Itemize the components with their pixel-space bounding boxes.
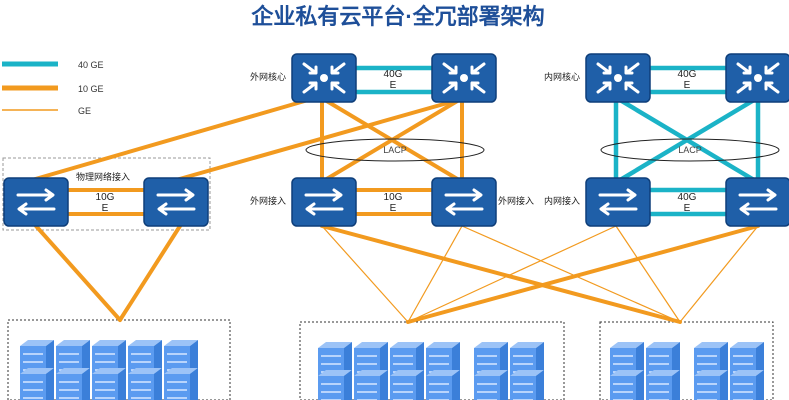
- inner-access-label: 内网接入: [544, 195, 580, 206]
- server-cluster-middle-box: [299, 321, 565, 400]
- server-cluster-right-box: [599, 321, 774, 400]
- server-cluster-middle: [317, 341, 545, 400]
- outer-access-label-right: 外网接入: [498, 195, 534, 206]
- 40ge-links: [351, 65, 761, 217]
- phys-10g-label-line2: E: [102, 203, 109, 214]
- outer-core-switch-left: [290, 52, 358, 104]
- inner-core-40g-label-line1: 40G: [678, 69, 697, 80]
- server-icon: [645, 369, 681, 400]
- server-icon: [693, 369, 729, 400]
- server-icon: [127, 367, 163, 400]
- inner-access-40g-label-line1: 40G: [678, 192, 697, 203]
- outer-access-switch-left: [290, 176, 358, 228]
- server-icon: [19, 367, 55, 400]
- server-icon: [729, 369, 765, 400]
- server-cluster-right: [609, 341, 765, 400]
- server-icon: [609, 369, 645, 400]
- physical-access-switch-left: [2, 176, 70, 228]
- server-icon: [389, 369, 425, 400]
- server-cluster-left-box: [7, 319, 231, 400]
- inner-core-label: 内网核心: [544, 71, 580, 82]
- server-icon: [55, 367, 91, 400]
- server-icon: [91, 367, 127, 400]
- outer-core-switch-right: [430, 52, 498, 104]
- inner-access-40g-label-line2: E: [684, 203, 691, 214]
- outer-access-label-left: 外网接入: [250, 195, 286, 206]
- legend: 40 GE 10 GE GE: [2, 60, 104, 116]
- server-icon: [425, 369, 461, 400]
- lacp-ellipse-inner: [600, 138, 780, 162]
- legend-ge-label: GE: [78, 106, 91, 116]
- physical-access-group-box: [2, 157, 211, 231]
- 10ge-links: [30, 98, 760, 324]
- outer-access-10g-label-line1: 10G: [384, 192, 403, 203]
- lacp-ellipse-outer: [305, 138, 485, 162]
- physical-access-switch-right: [142, 176, 210, 228]
- inner-access-switch-right: [724, 176, 789, 228]
- server-cluster-left: [19, 339, 199, 400]
- server-icon: [473, 369, 509, 400]
- server-icon: [353, 369, 389, 400]
- outer-core-40g-label-line1: 40G: [384, 69, 403, 80]
- outer-access-switch-right: [430, 176, 498, 228]
- inner-access-switch-left: [584, 176, 652, 228]
- outer-access-10g-label-line2: E: [390, 203, 397, 214]
- server-icon: [509, 369, 545, 400]
- diagram-title: 企业私有云平台·全冗部署架构: [250, 4, 544, 29]
- inner-core-switch-left: [584, 52, 652, 104]
- lacp-label-outer: LACP: [383, 145, 407, 155]
- legend-40ge-label: 40 GE: [78, 60, 104, 70]
- inner-core-switch-right: [724, 52, 789, 104]
- inner-core-40g-label-line2: E: [684, 80, 691, 91]
- ge-links: [321, 225, 759, 323]
- legend-10ge-label: 10 GE: [78, 84, 104, 94]
- outer-core-label: 外网核心: [250, 71, 286, 82]
- lacp-label-inner: LACP: [678, 145, 702, 155]
- physical-access-label: 物理网络接入: [76, 171, 130, 182]
- server-icon: [163, 367, 199, 400]
- server-icon: [317, 369, 353, 400]
- phys-10g-label-line1: 10G: [96, 192, 115, 203]
- outer-core-40g-label-line2: E: [390, 80, 397, 91]
